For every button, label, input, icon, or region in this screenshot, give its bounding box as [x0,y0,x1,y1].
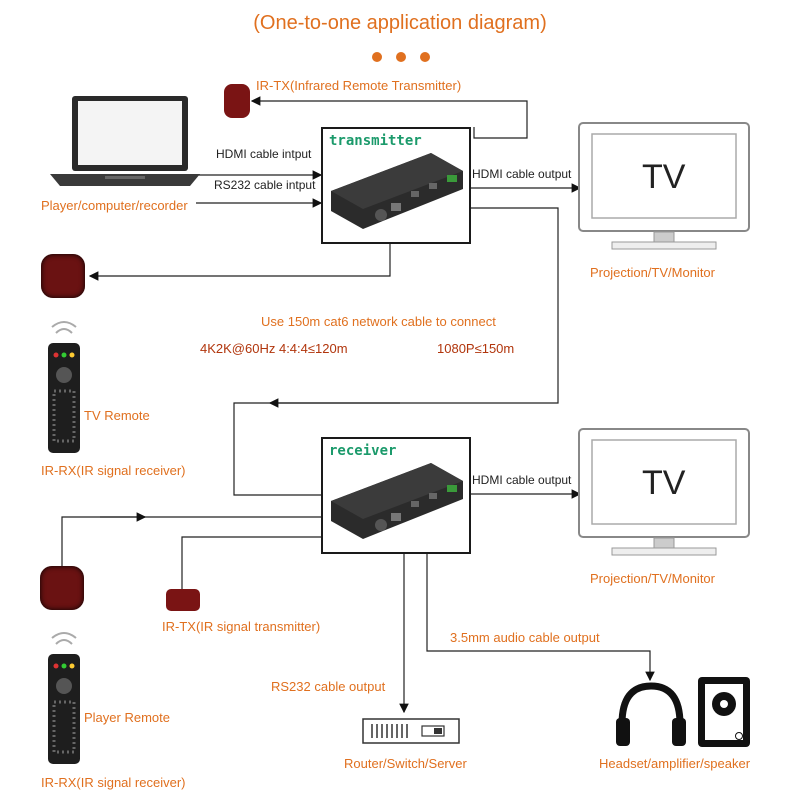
tv-icon [578,428,750,556]
ir-transmitter-icon [166,589,200,611]
remote-icon [48,321,80,453]
speaker-icon [698,677,750,747]
headset-label: Headset/amplifier/speaker [599,756,751,771]
tv-remote-label: TV Remote [84,408,150,423]
cat6-note: Use 150m cat6 network cable to connect [261,314,496,329]
hdmi-output-1-label: HDMI cable output [472,167,572,181]
projection-2-label: Projection/TV/Monitor [590,571,715,586]
router-icon [362,718,460,744]
tv-1-text: TV [642,158,686,196]
remote-icon [48,632,80,764]
ir-rx-1-label: IR-RX(IR signal receiver) [41,463,186,478]
transmitter-device-icon [331,153,463,229]
receiver-box: receiver [321,437,471,554]
ir-transmitter-icon [224,84,250,118]
receiver-title: receiver [329,443,397,459]
hdmi-input-label: HDMI cable intput [216,147,312,161]
transmitter-title: transmitter [329,133,422,149]
ir-sensor-icon [41,254,85,298]
rs232-input-label: RS232 cable intput [214,178,316,192]
diagram-title: (One-to-one application diagram) [253,12,547,34]
transmitter-box: transmitter [321,127,471,244]
projection-1-label: Projection/TV/Monitor [590,265,715,280]
ir-rx-2-label: IR-RX(IR signal receiver) [41,775,186,790]
ir-tx-bottom-label: IR-TX(IR signal transmitter) [162,619,321,634]
tv-2-text: TV [642,464,686,502]
ir-sensor-icon [40,566,84,610]
audio-output-label: 3.5mm audio cable output [450,630,600,645]
receiver-device-icon [331,463,463,539]
spec-1080: 1080P≤150m [437,341,515,356]
rs232-output-label: RS232 cable output [271,679,386,694]
tv-icon [578,122,750,250]
spec-4k: 4K2K@60Hz 4:4:4≤120m [200,341,348,356]
player-source-label: Player/computer/recorder [41,198,188,213]
router-label: Router/Switch/Server [344,756,467,771]
laptop-icon [50,96,200,186]
ir-tx-top-label: IR-TX(Infrared Remote Transmitter) [256,78,462,93]
headphones-icon [616,682,686,746]
player-remote-label: Player Remote [84,710,170,725]
hdmi-output-2-label: HDMI cable output [472,473,572,487]
